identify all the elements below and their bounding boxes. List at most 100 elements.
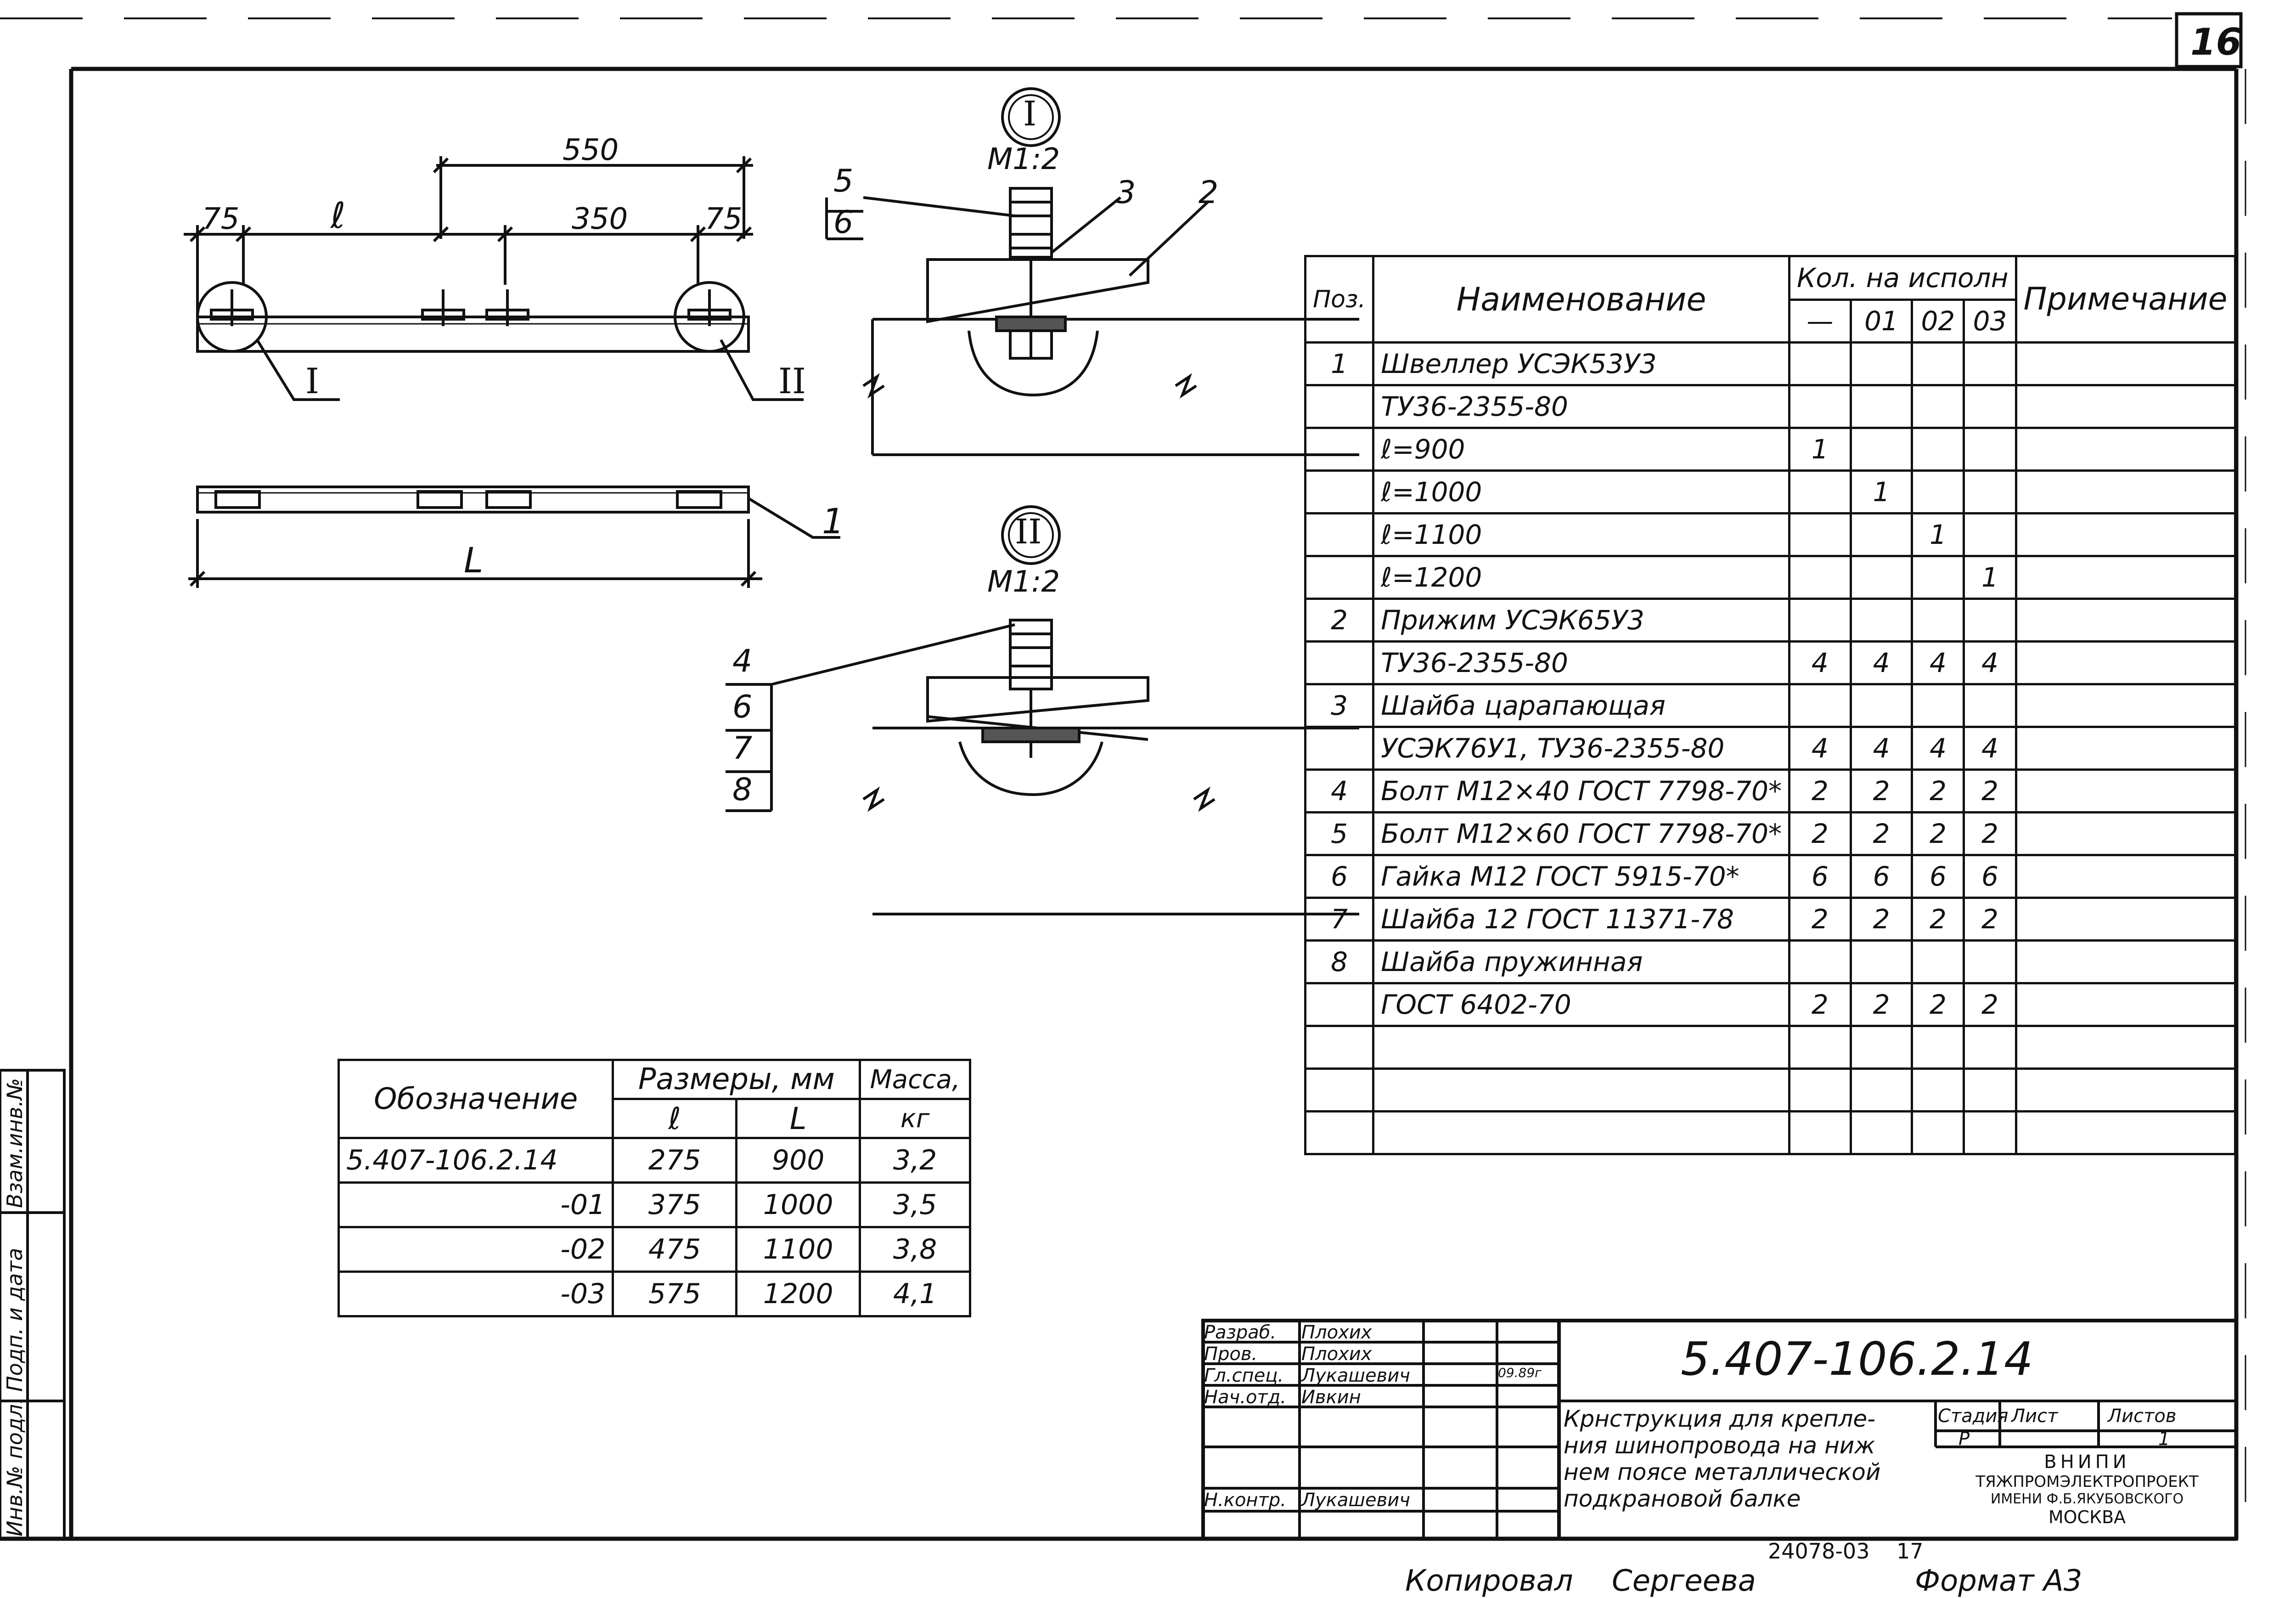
bom-cell-qty: 2 — [1788, 768, 1852, 813]
bom-variant: — — [1788, 299, 1852, 344]
callout-I-label: I — [305, 361, 320, 401]
dim-header-sizes: Размеры, мм — [612, 1059, 861, 1100]
dim-L: L — [464, 540, 484, 581]
view-I-label-3: 3 — [1116, 175, 1136, 211]
album-code: 24078-03 — [1768, 1539, 1870, 1564]
bom-cell-qty: 4 — [1911, 640, 1965, 685]
bom-cell-qty — [1788, 512, 1852, 557]
bom-cell-name: Шайба царапающая — [1372, 683, 1791, 728]
bom-variant: 01 — [1849, 299, 1913, 344]
bom-cell-qty: 2 — [1963, 768, 2017, 813]
bom-cell-qty: 2 — [1963, 897, 2017, 942]
bom-cell-qty — [1963, 384, 2017, 429]
bom-cell-name: Гайка М12 ГОСТ 5915-70* — [1372, 854, 1791, 899]
bom-cell-qty: 2 — [1849, 768, 1913, 813]
bom-cell-name: ТУ36-2355-80 — [1372, 384, 1791, 429]
dim-header-mass: Масса, — [859, 1059, 971, 1100]
bom-cell-qty: 2 — [1963, 811, 2017, 856]
bom-cell-qty: 2 — [1788, 811, 1852, 856]
dim-l: ℓ — [331, 195, 346, 237]
dim-header-l: ℓ — [612, 1098, 738, 1139]
drawing-title: Крнструкция для крепле- ния шинопровода … — [1564, 1406, 1880, 1512]
bom-row — [1304, 1025, 2236, 1070]
bom-cell-qty — [1849, 1025, 1913, 1070]
bom-cell-qty — [1788, 1110, 1852, 1155]
bom-cell-qty — [1963, 512, 2017, 557]
bom-cell-qty — [1911, 427, 1965, 472]
bom-cell-pos — [1304, 982, 1375, 1027]
bom-cell-name: ℓ=900 — [1372, 427, 1791, 472]
bom-cell-qty: 4 — [1849, 726, 1913, 771]
bom-cell-qty: 2 — [1849, 811, 1913, 856]
bom-cell-qty: 2 — [1849, 897, 1913, 942]
bom-cell-pos — [1304, 1025, 1375, 1070]
bom-cell-qty: 4 — [1911, 726, 1965, 771]
dim-header-designation: Обозначение — [337, 1059, 614, 1139]
bom-cell-qty — [1788, 598, 1852, 643]
dim-cell-L: 1100 — [735, 1226, 861, 1273]
bom-cell-qty — [1911, 341, 1965, 386]
drawing-title-line: ния шинопровода на ниж — [1564, 1432, 1875, 1459]
dim-cell-mass: 3,5 — [859, 1181, 971, 1228]
copier-name: Сергеева — [1612, 1564, 1756, 1598]
bom-header-note: Примечание — [2015, 255, 2236, 344]
bom-cell-name: Болт М12×60 ГОСТ 7798-70* — [1372, 811, 1791, 856]
bom-cell-qty: 1 — [1788, 427, 1852, 472]
view-II-label-4: 4 — [732, 643, 753, 679]
drawing-title-line: подкрановой балке — [1564, 1485, 1801, 1512]
bom-row — [1304, 1110, 2236, 1155]
signature-name: Плохих — [1301, 1322, 1372, 1343]
bom-cell-qty: 2 — [1911, 897, 1965, 942]
dim-cell-mass: 4,1 — [859, 1270, 971, 1317]
bom-cell-pos: 1 — [1304, 341, 1375, 386]
dim-cell-l: 375 — [612, 1181, 738, 1228]
bom-cell-name: Прижим УСЭК65У3 — [1372, 598, 1791, 643]
bom-cell-qty — [1911, 555, 1965, 600]
bom-cell-pos — [1304, 469, 1375, 514]
view-I-label-2: 2 — [1199, 175, 1219, 211]
dim-cell-L: 1200 — [735, 1270, 861, 1317]
dim-cell-mass: 3,2 — [859, 1137, 971, 1184]
bom-cell-pos — [1304, 427, 1375, 472]
bom-cell-name: Болт М12×40 ГОСТ 7798-70* — [1372, 768, 1791, 813]
bom-cell-qty: 6 — [1788, 854, 1852, 899]
bom-cell-name — [1372, 1067, 1791, 1112]
bom-cell-note — [2015, 726, 2236, 771]
view-II-scale: М1:2 — [987, 565, 1060, 599]
bom-cell-name: ГОСТ 6402-70 — [1372, 982, 1791, 1027]
bom-cell-pos: 6 — [1304, 854, 1375, 899]
bom-cell-qty — [1849, 555, 1913, 600]
bom-cell-qty: 6 — [1849, 854, 1913, 899]
bom-cell-note — [2015, 640, 2236, 685]
bom-cell-note — [2015, 1067, 2236, 1112]
bom-cell-qty — [1788, 341, 1852, 386]
dim-cell-L: 900 — [735, 1137, 861, 1184]
bom-cell-pos — [1304, 640, 1375, 685]
bom-cell-qty — [1963, 1110, 2017, 1155]
bom-cell-qty: 1 — [1849, 469, 1913, 514]
callout-II-label: II — [778, 361, 806, 401]
bom-cell-qty: 2 — [1788, 897, 1852, 942]
bom-cell-qty — [1963, 1025, 2017, 1070]
bom-cell-qty: 6 — [1911, 854, 1965, 899]
bom-cell-qty — [1911, 1067, 1965, 1112]
bom-cell-name — [1372, 1025, 1791, 1070]
bom-cell-qty — [1911, 384, 1965, 429]
org-line: ТЯЖПРОМЭЛЕКТРОПРОЕКТ — [1975, 1473, 2199, 1491]
dimensions-table: Обозначение Размеры, мм Масса, ℓ L кг 5.… — [337, 1059, 971, 1317]
bom-cell-qty: 2 — [1911, 982, 1965, 1027]
bom-cell-note — [2015, 512, 2236, 557]
bom-cell-qty — [1911, 1025, 1965, 1070]
dim-cell-l: 475 — [612, 1226, 738, 1273]
stage-header: Стадия — [1938, 1406, 2009, 1427]
bom-cell-name: ℓ=1200 — [1372, 555, 1791, 600]
